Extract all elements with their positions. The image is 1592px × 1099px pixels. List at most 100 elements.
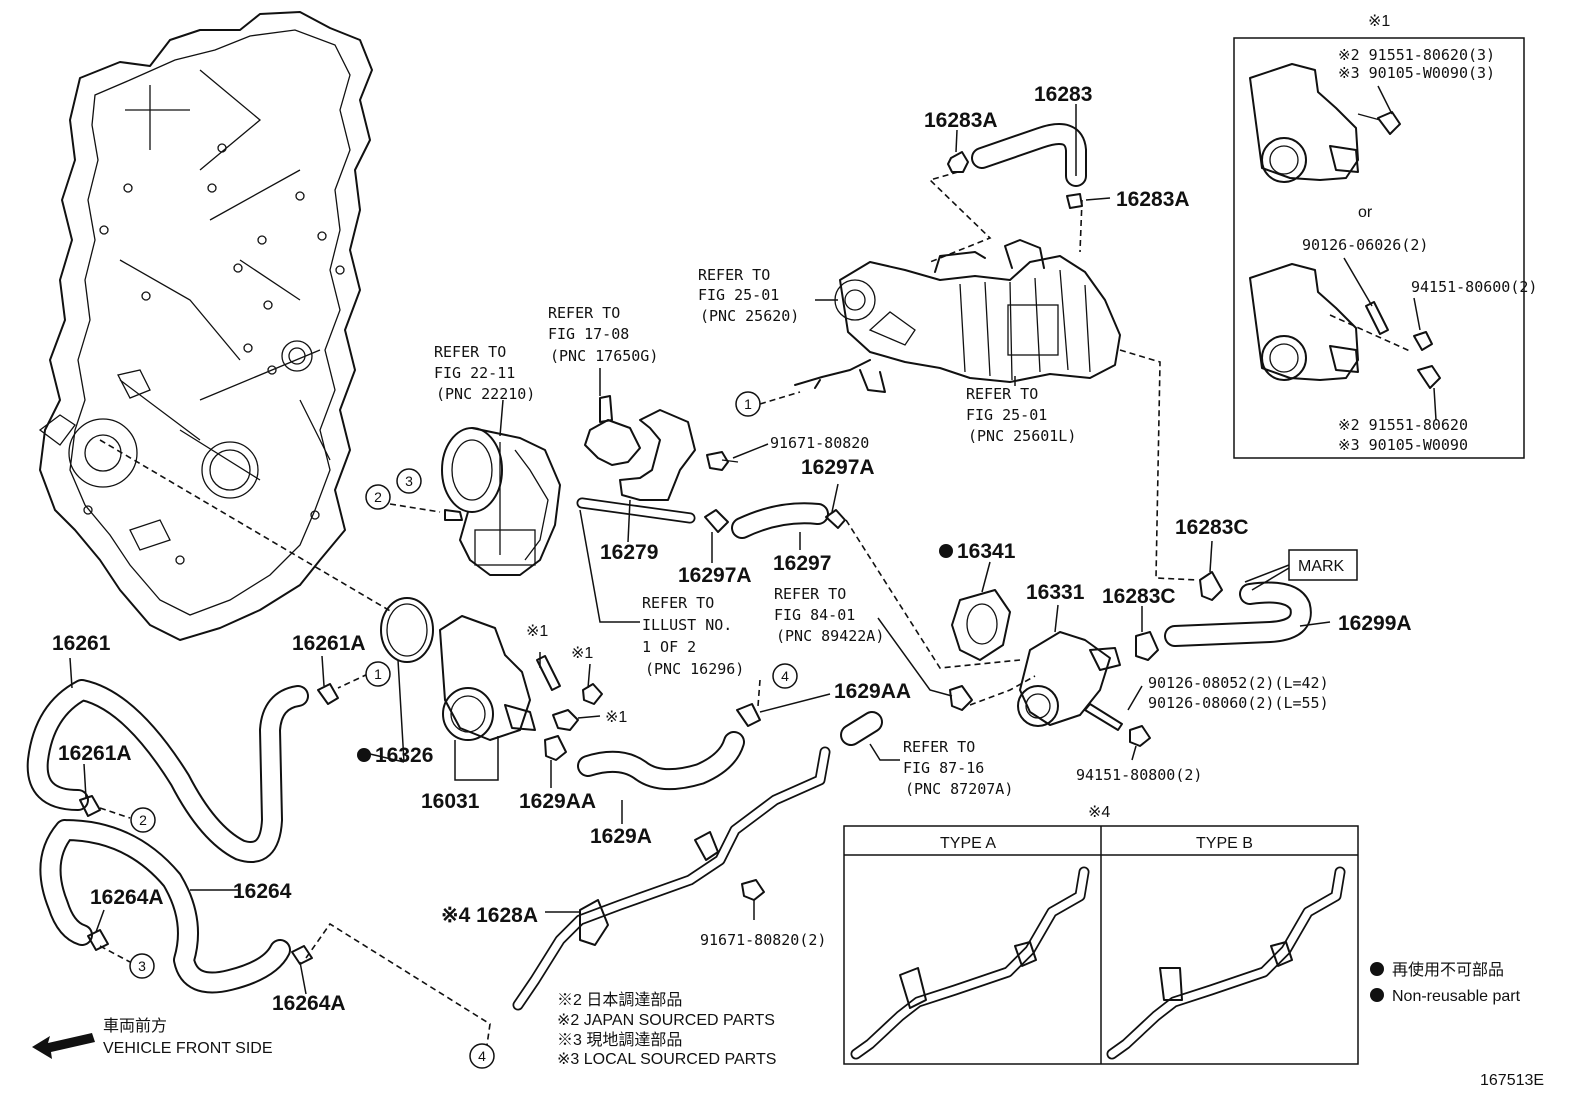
- ref-89422-line3: (PNC 89422A): [776, 627, 884, 645]
- label-16283A-2: 16283A: [1116, 188, 1190, 211]
- ref-89422-line2: FIG 84-01: [774, 606, 855, 624]
- label-1629A: 1629A: [590, 825, 652, 848]
- svg-text:3: 3: [405, 473, 413, 489]
- inset1-water-inlet-a: [1249, 63, 1359, 183]
- ref-87207-line1: REFER TO: [903, 738, 975, 756]
- inset4-type-a: TYPE A: [940, 835, 996, 852]
- inset-note1: ※1 ※2 91551-80620(3) ※3 90105-W0090(3) o…: [1233, 13, 1537, 459]
- label-16031: 16031: [421, 790, 480, 813]
- inset1-line3: 90126-06026(2): [1302, 236, 1428, 254]
- ref-25620-line2: FIG 25-01: [698, 286, 779, 304]
- label-vehicle-front-en: VEHICLE FRONT SIDE: [103, 1040, 273, 1057]
- label-source-jp-3: ※3 現地調達部品: [557, 1031, 682, 1049]
- label-1629AA-upper: 1629AA: [834, 680, 911, 703]
- ref-89422-line1: REFER TO: [774, 585, 846, 603]
- vehicle-front-arrow-icon: [32, 1033, 95, 1059]
- label-bolt-08052: 90126-08052(2)(L=42): [1148, 674, 1329, 692]
- sensor-89422A: [949, 685, 973, 711]
- clamp-16283C-1: [1199, 571, 1223, 601]
- inset1-stud: [1365, 301, 1389, 335]
- inset1-water-inlet-b: [1249, 263, 1359, 381]
- clamp-16261A-2: [79, 795, 101, 817]
- callout-3-hose: 3: [129, 953, 155, 979]
- non-reusable-dot-16341: [939, 544, 953, 558]
- ref-16296-line4: (PNC 16296): [645, 660, 744, 678]
- nut-1: [582, 683, 603, 705]
- inset1-bolt-b: [1417, 365, 1441, 389]
- label-16261: 16261: [52, 632, 111, 655]
- inset1-line2: ※3 90105-W0090(3): [1338, 64, 1495, 82]
- hose-16299A: [1164, 581, 1312, 647]
- callout-1-egr: 1: [735, 391, 761, 417]
- label-16297: 16297: [773, 552, 831, 575]
- dashed-connectors: [99, 171, 1413, 1053]
- inset1-frame: [1233, 37, 1525, 459]
- ref-16296-line1: REFER TO: [642, 594, 714, 612]
- inset1-bolt-a: [1377, 111, 1401, 135]
- hose-87207A: [840, 711, 883, 746]
- ref-22210-line1: REFER TO: [434, 343, 506, 361]
- gasket-16326: [380, 597, 434, 663]
- bolt-91671-80820: [706, 451, 739, 471]
- label-1629AA-lower: 1629AA: [519, 790, 596, 813]
- gasket-16341: [951, 589, 1011, 661]
- egr-cooler-assembly: [794, 239, 1121, 393]
- water-bypass-pipe-1628A: [512, 746, 831, 1011]
- ref-22210-line3: (PNC 22210): [436, 385, 535, 403]
- non-reusable-dot-16326: [357, 748, 371, 762]
- timing-chain-cover: [38, 11, 373, 641]
- ref-25620-line3: (PNC 25620): [700, 307, 799, 325]
- label-16331: 16331: [1026, 581, 1085, 604]
- clamp-16261A-1: [317, 683, 339, 705]
- inset-note4: ※4 TYPE A TYPE B: [843, 804, 1359, 1065]
- bolt-90126-08052: [1084, 703, 1123, 731]
- label-16283C-2: 16283C: [1102, 585, 1176, 608]
- label-16297A-upper: 16297A: [801, 456, 875, 479]
- water-inlet-16031: [439, 615, 536, 741]
- label-16283A-1: 16283A: [924, 109, 998, 132]
- label-bolt-91671-80820-2: 91671-80820(2): [700, 931, 826, 949]
- clamp-1629AA-1: [544, 735, 567, 761]
- clamp-1629AA-2: [736, 703, 761, 727]
- label-mark: MARK: [1298, 558, 1345, 575]
- clamp-16283A-1: [947, 151, 969, 173]
- clamp-16297A-lower: [704, 509, 729, 533]
- label-note1-stud: ※1: [526, 623, 548, 640]
- svg-text:2: 2: [374, 489, 382, 505]
- inset1-line1: ※2 91551-80620(3): [1338, 46, 1495, 64]
- label-16279: 16279: [600, 541, 658, 564]
- clamp-16297A-upper: [825, 509, 846, 529]
- label-16297A-lower: 16297A: [678, 564, 752, 587]
- hose-16283: [971, 123, 1087, 187]
- legend-dot-jp: [1370, 962, 1384, 976]
- inset1-line4: 94151-80600(2): [1411, 278, 1537, 296]
- label-bolt-91671-80820: 91671-80820: [770, 434, 869, 452]
- inset4-type-b: TYPE B: [1196, 835, 1253, 852]
- callout-4-upper: 4: [772, 663, 798, 689]
- svg-text:3: 3: [138, 958, 146, 974]
- inset1-or: or: [1358, 204, 1373, 221]
- label-16283C-1: 16283C: [1175, 516, 1249, 539]
- label-bolt-08060: 90126-08060(2)(L=55): [1148, 694, 1329, 712]
- inset1-nut: [1413, 331, 1433, 351]
- label-16299A: 16299A: [1338, 612, 1412, 635]
- inset4-pipe-type-a: [850, 866, 1090, 1060]
- label-vehicle-front-jp: 車両前方: [103, 1017, 167, 1035]
- callout-1-hose: 1: [365, 661, 391, 687]
- svg-text:1: 1: [744, 396, 752, 412]
- label-16264: 16264: [233, 880, 292, 903]
- leader-lines: [69, 104, 1331, 995]
- label-16326: 16326: [375, 744, 433, 767]
- ref-17650-line3: (PNC 17650G): [550, 347, 658, 365]
- label-source-en-3: ※3 LOCAL SOURCED PARTS: [557, 1051, 776, 1068]
- inset1-line6: ※3 90105-W0090: [1338, 436, 1468, 454]
- label-16261A-2: 16261A: [58, 742, 132, 765]
- thermostat-housing-16331: [1017, 631, 1121, 727]
- label-note1-nut: ※1: [571, 645, 593, 662]
- label-16341: 16341: [957, 540, 1016, 563]
- water-pipe-16279: [576, 409, 696, 524]
- svg-text:4: 4: [781, 668, 789, 684]
- callout-2-throttle: 2: [365, 484, 391, 510]
- label-note1-bolt: ※1: [605, 709, 627, 726]
